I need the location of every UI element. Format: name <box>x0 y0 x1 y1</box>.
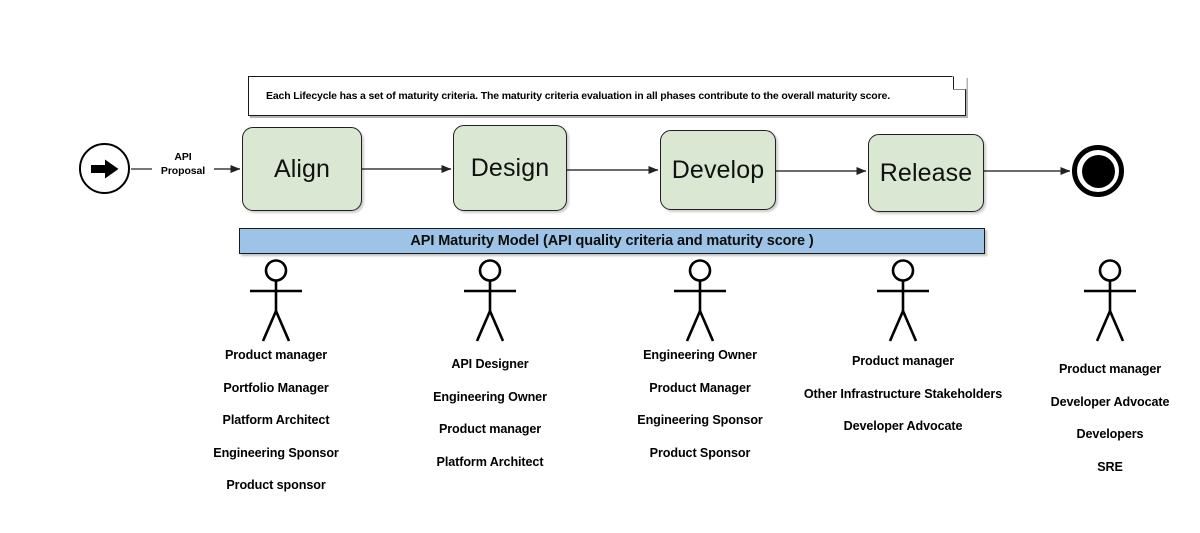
stick-figure-icon <box>1084 259 1136 342</box>
stick-figure-icon <box>250 259 302 342</box>
role-item: Product manager <box>438 422 542 436</box>
phase-label-release: Release <box>879 158 973 187</box>
phase-label-design: Design <box>470 153 550 182</box>
flow-label-line2: Proposal <box>160 165 206 178</box>
actor-column-develop: Engineering Owner Product Manager Engine… <box>620 258 780 478</box>
api-maturity-model-banner: API Maturity Model (API quality criteria… <box>239 228 985 254</box>
role-list: Product manager Other Infrastructure Sta… <box>804 354 1002 452</box>
start-event[interactable] <box>79 143 130 194</box>
phase-label-align: Align <box>273 154 331 183</box>
role-item: Developer Advocate <box>843 419 963 433</box>
role-list: API Designer Engineering Owner Product m… <box>433 357 547 487</box>
role-item: Engineering Sponsor <box>213 445 339 460</box>
role-item: Engineering Owner <box>643 348 757 362</box>
start-arrow-icon <box>90 159 118 178</box>
role-item: Product manager <box>851 354 955 368</box>
maturity-criteria-note: Each Lifecycle has a set of maturity cri… <box>248 75 967 116</box>
stick-figure-icon <box>877 259 929 342</box>
role-list: Product manager Portfolio Manager Platfo… <box>213 348 339 511</box>
phase-label-develop: Develop <box>671 155 765 184</box>
actor-column-release: Product manager Other Infrastructure Sta… <box>783 258 1023 452</box>
role-item: Platform Architect <box>436 454 544 469</box>
role-item: Other Infrastructure Stakeholders <box>803 386 1003 401</box>
role-item: Engineering Owner <box>433 389 547 404</box>
role-item: Platform Architect <box>222 413 330 427</box>
phase-box-align[interactable]: Align <box>242 127 362 211</box>
role-list: Engineering Owner Product Manager Engine… <box>637 348 763 478</box>
stick-figure-icon <box>464 259 516 342</box>
phase-box-design[interactable]: Design <box>453 125 567 211</box>
role-item: Product Sponsor <box>649 445 751 460</box>
phase-box-release[interactable]: Release <box>868 134 984 212</box>
actor-column-design: API Designer Engineering Owner Product m… <box>410 258 570 487</box>
role-item: Engineering Sponsor <box>637 413 763 427</box>
role-item: SRE <box>1097 459 1123 474</box>
role-item: Developer Advocate <box>1050 394 1170 409</box>
role-item: Product sponsor <box>226 478 326 492</box>
role-list: Product manager Developer Advocate Devel… <box>1051 362 1170 492</box>
actor-column-post-release: Product manager Developer Advocate Devel… <box>1030 258 1190 492</box>
role-item: API Designer <box>451 357 529 371</box>
role-item: Portfolio Manager <box>223 380 329 395</box>
note-text: Each Lifecycle has a set of maturity cri… <box>266 89 890 102</box>
end-event[interactable] <box>1072 145 1124 197</box>
role-item: Product manager <box>224 348 328 362</box>
phase-box-develop[interactable]: Develop <box>660 130 776 210</box>
banner-label: API Maturity Model (API quality criteria… <box>410 233 814 249</box>
flow-label-line1: API <box>174 151 192 163</box>
role-item: Product manager <box>1058 362 1162 376</box>
role-item: Developers <box>1076 427 1144 441</box>
role-item: Product Manager <box>649 380 751 395</box>
stick-figure-icon <box>674 259 726 342</box>
flow-label-api-proposal: API Proposal <box>152 150 214 178</box>
end-event-icon <box>1081 154 1115 188</box>
actor-column-align: Product manager Portfolio Manager Platfo… <box>196 258 356 511</box>
